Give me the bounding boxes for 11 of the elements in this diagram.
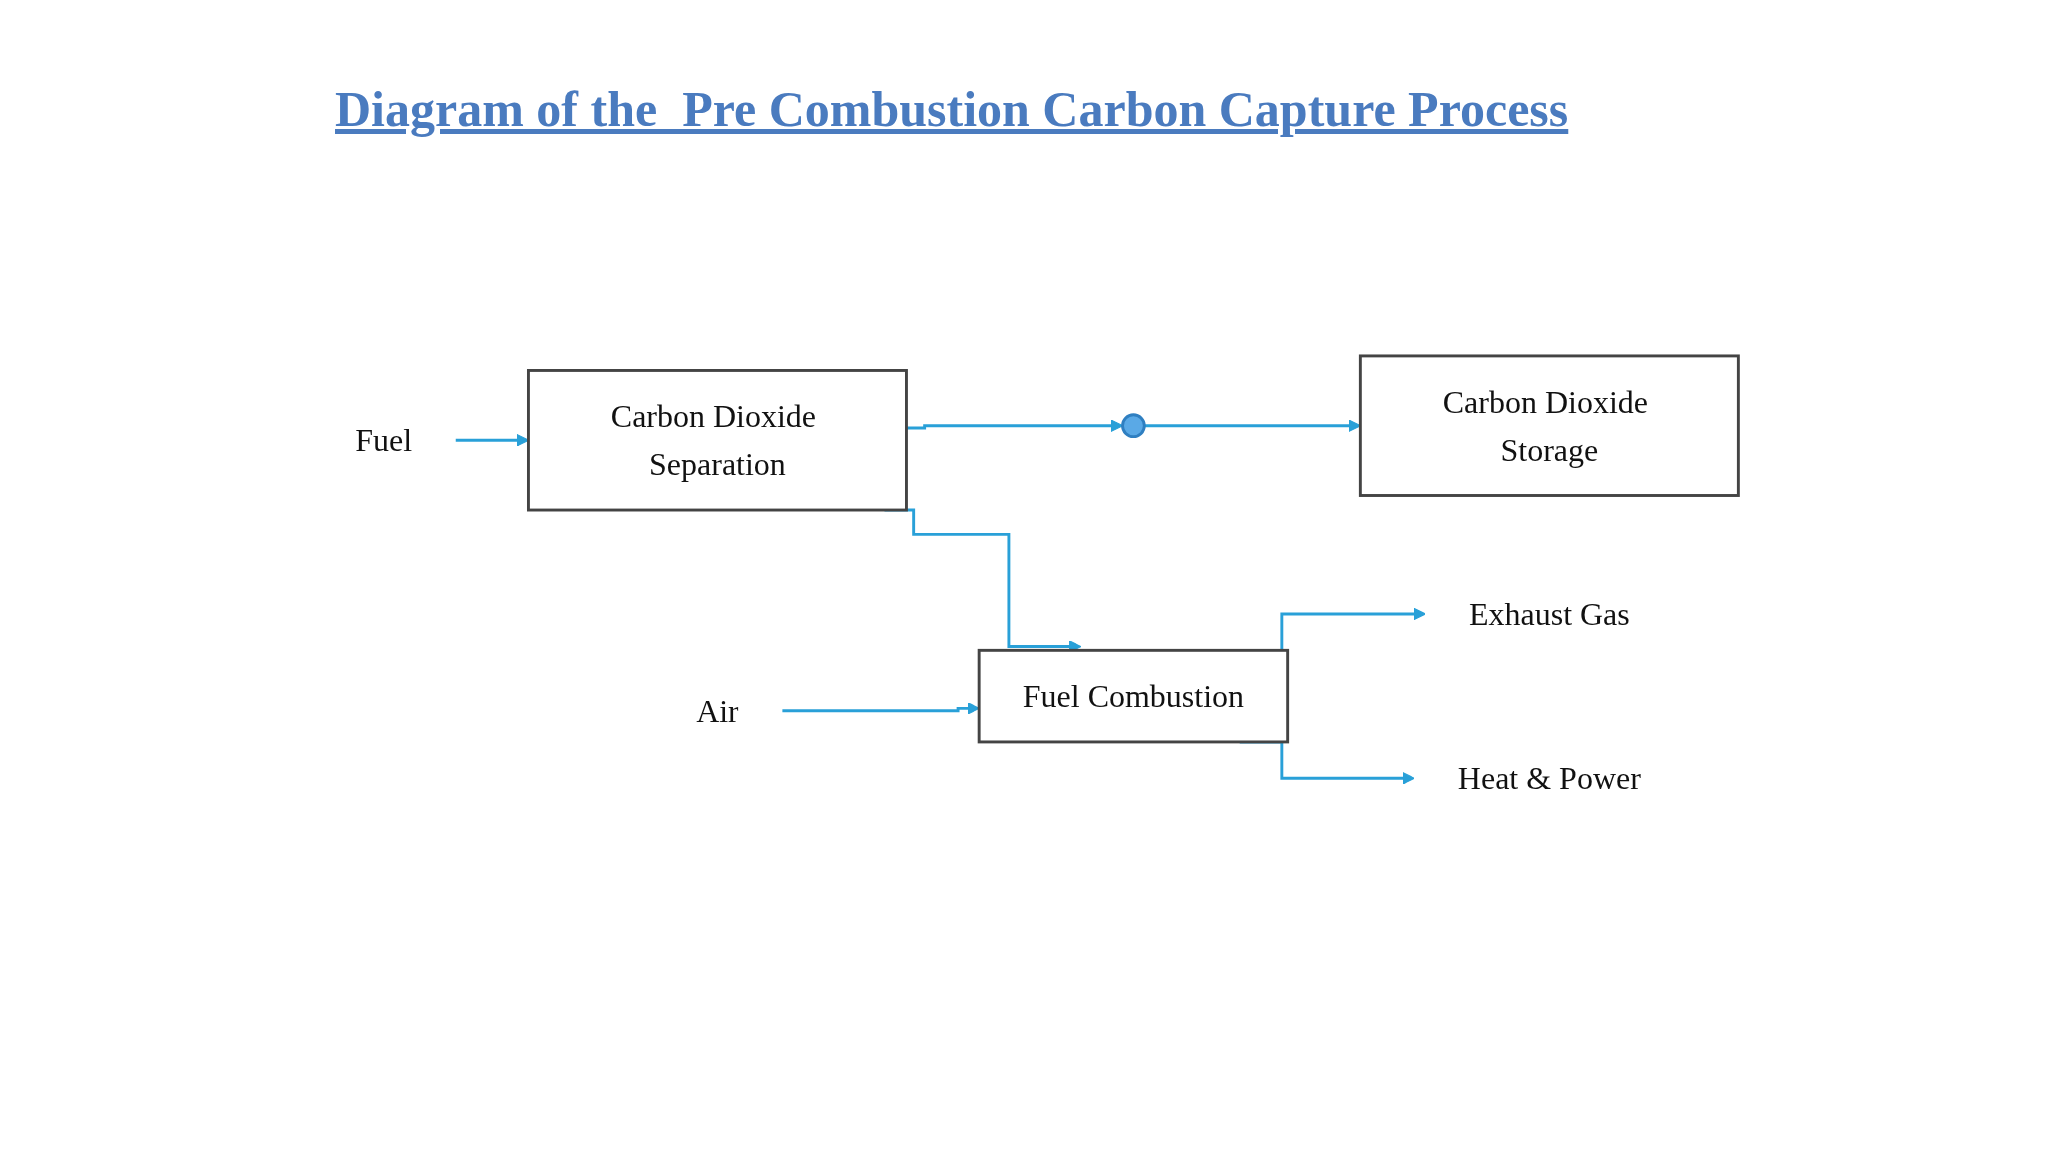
node-text: Exhaust Gas (1468, 595, 1630, 633)
node-box: Fuel Combustion (977, 648, 1290, 744)
diagram-title: Diagram of the Pre Combustion Carbon Capture Process (335, 80, 1569, 138)
arrow (1144, 419, 1361, 433)
arrow (782, 701, 980, 715)
node-box: Carbon Dioxide Separation (527, 369, 908, 512)
node-text: Heat & Power (1457, 760, 1641, 797)
node-circle (1121, 413, 1146, 439)
node-text: Air (696, 692, 739, 729)
node-box: Carbon Dioxide Storage (1358, 354, 1740, 497)
node-text: Fuel (355, 422, 413, 459)
